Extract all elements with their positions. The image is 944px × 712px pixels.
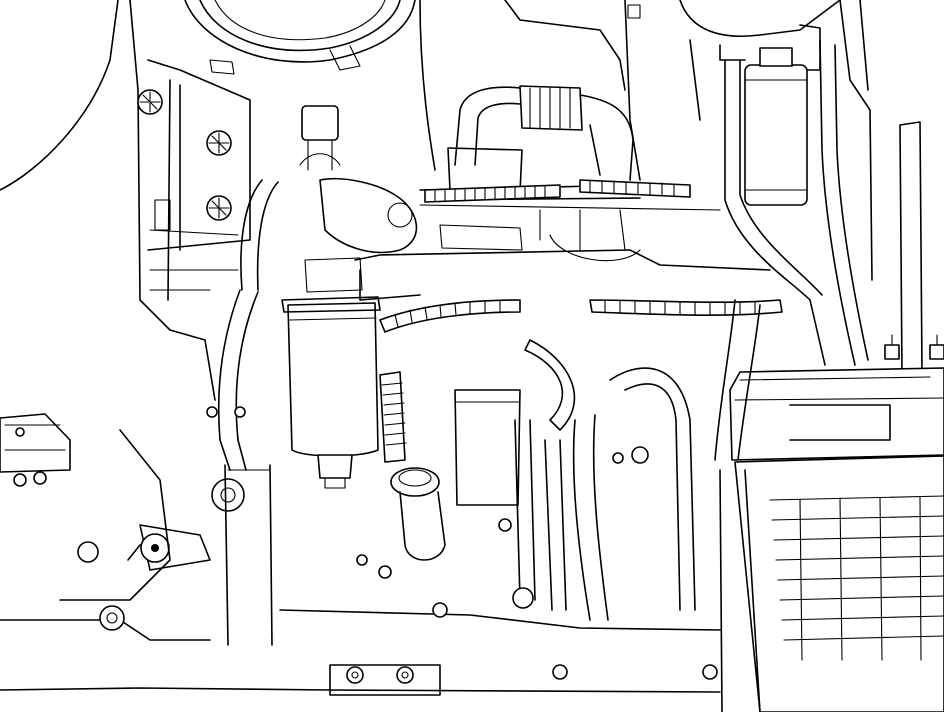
coolant-housing [299,105,418,254]
drain-valve [127,524,211,571]
vent-disc-2 [206,130,232,156]
fuel-filter-canister [719,24,821,206]
engine-head [354,184,771,301]
radiator-edge-bar [899,121,923,373]
wire-harness-middle [379,299,783,431]
upper-left-body-panel [0,0,251,401]
oil-filter [281,257,381,489]
left-lower-body [0,429,211,641]
radiator-grille [719,455,944,712]
vent-disc-3 [206,195,232,221]
vent-disc-group [137,89,232,221]
left-vertical-post [224,464,273,646]
left-hoses [217,179,279,471]
vent-disc-1 [137,89,163,115]
wire-harness-lower [379,371,407,463]
air-intake-duct [419,0,634,193]
battery-terminals [884,334,944,360]
fan-shroud [184,0,416,75]
left-bracket-with-bolts [0,413,71,487]
center-hoses [514,299,761,621]
right-vertical-hoses [724,39,869,366]
wire-harness-upper [424,179,691,203]
lower-frame-rail [0,609,721,696]
top-right-bracket [624,0,873,281]
secondary-filter-canister [454,389,521,506]
tensioner-pulley [211,478,245,512]
battery-cover [729,367,944,461]
bolt-cluster [206,406,649,618]
oil-filler-cap [390,467,446,561]
